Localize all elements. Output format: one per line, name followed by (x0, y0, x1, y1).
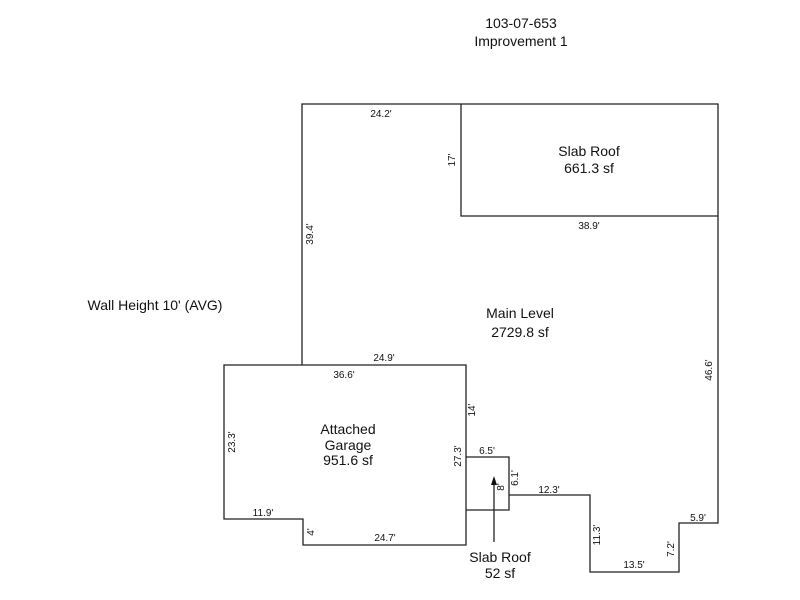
small-slab-name: Slab Roof (469, 549, 531, 565)
main-level-outline (301, 103, 719, 573)
dim-label: 6.5' (479, 446, 495, 457)
dim-label: 38.9' (578, 221, 599, 232)
arrow-head-icon (491, 476, 497, 485)
dim-label: 17' (447, 153, 458, 166)
dim-label: 46.6' (704, 359, 715, 380)
dim-label: 6.1' (510, 470, 521, 486)
dim-label: 12.3' (538, 485, 559, 496)
wall-height: Wall Height 10' (AVG) (88, 297, 223, 313)
dim-label: 39.4' (305, 223, 316, 244)
dim-label: 27.3' (453, 445, 464, 466)
dim-label: 8' (496, 483, 507, 491)
slab-roof-name: Slab Roof (558, 143, 620, 159)
garage-area: 951.6 sf (323, 452, 373, 468)
dim-label: 7.2' (666, 541, 677, 557)
dim-label: 14' (467, 403, 478, 416)
slab-roof-area: 661.3 sf (564, 160, 614, 176)
small-slab-area: 52 sf (485, 565, 515, 581)
dim-label: 11.3' (592, 525, 603, 546)
dim-label: 13.5' (623, 560, 644, 571)
garage-name-2: Garage (325, 437, 372, 453)
dim-label: 24.7' (374, 533, 395, 544)
garage-outline (223, 364, 467, 546)
dim-label: 23.3' (227, 431, 238, 452)
main-level-name: Main Level (486, 305, 554, 321)
dim-label: 24.2' (370, 109, 391, 120)
dim-label: 5.9' (690, 513, 706, 524)
parcel-id: 103-07-653 (485, 15, 557, 31)
improvement-label: Improvement 1 (474, 33, 568, 49)
slab-roof-outline (460, 104, 718, 217)
dim-label: 24.9' (373, 353, 394, 364)
dim-label: 36.6' (333, 370, 354, 381)
dim-label: 4' (306, 528, 317, 536)
small-slab-outline (466, 456, 510, 511)
main-level-area: 2729.8 sf (491, 324, 549, 340)
dim-label: 11.9' (253, 508, 274, 519)
garage-name-1: Attached (320, 421, 375, 437)
